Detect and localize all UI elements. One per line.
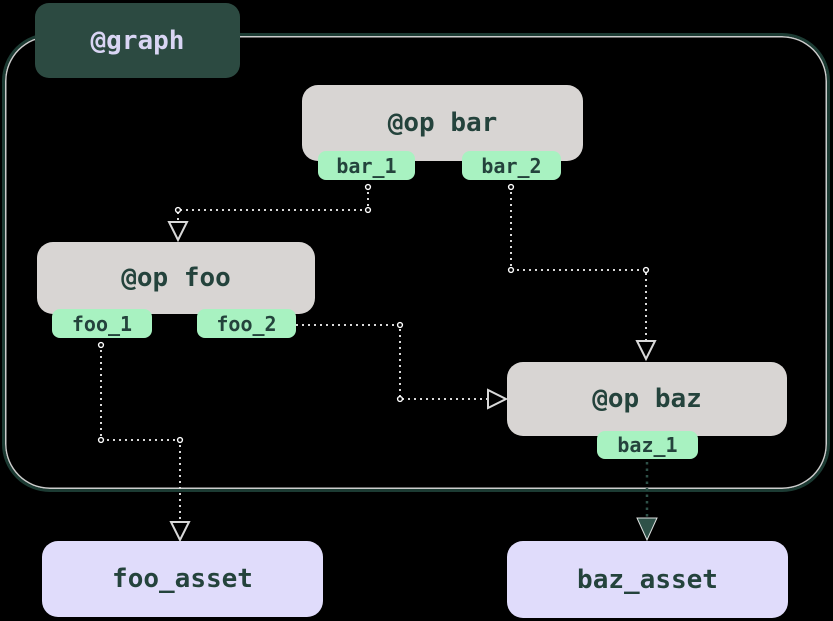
output-tab-bar-1: bar_1 (318, 151, 415, 180)
output-tab-bar-2: bar_2 (462, 151, 561, 180)
arrowhead-open-into-foo-asset (169, 521, 191, 543)
op-node-bar: @op bar (302, 85, 583, 161)
arrowhead-filled-into-baz-asset (636, 517, 658, 542)
op-node-foo: @op foo (37, 242, 315, 314)
op-foo-label: @op foo (121, 263, 231, 293)
graph-title-badge: @graph (35, 3, 240, 78)
op-node-baz: @op baz (507, 362, 787, 436)
op-bar-label: @op bar (387, 108, 498, 138)
op-baz-label: @op baz (592, 384, 702, 414)
output-tab-foo-2: foo_2 (197, 309, 296, 338)
baz-asset-label: baz_asset (577, 564, 718, 595)
asset-node-baz-asset: baz_asset (507, 541, 788, 618)
output-tab-foo-1: foo_1 (52, 309, 152, 338)
output-tab-baz-1: baz_1 (597, 431, 698, 459)
foo-asset-label: foo_asset (112, 564, 253, 594)
graph-title-label: @graph (90, 25, 185, 56)
graph-container-border (2, 33, 830, 492)
asset-node-foo-asset: foo_asset (42, 541, 323, 617)
